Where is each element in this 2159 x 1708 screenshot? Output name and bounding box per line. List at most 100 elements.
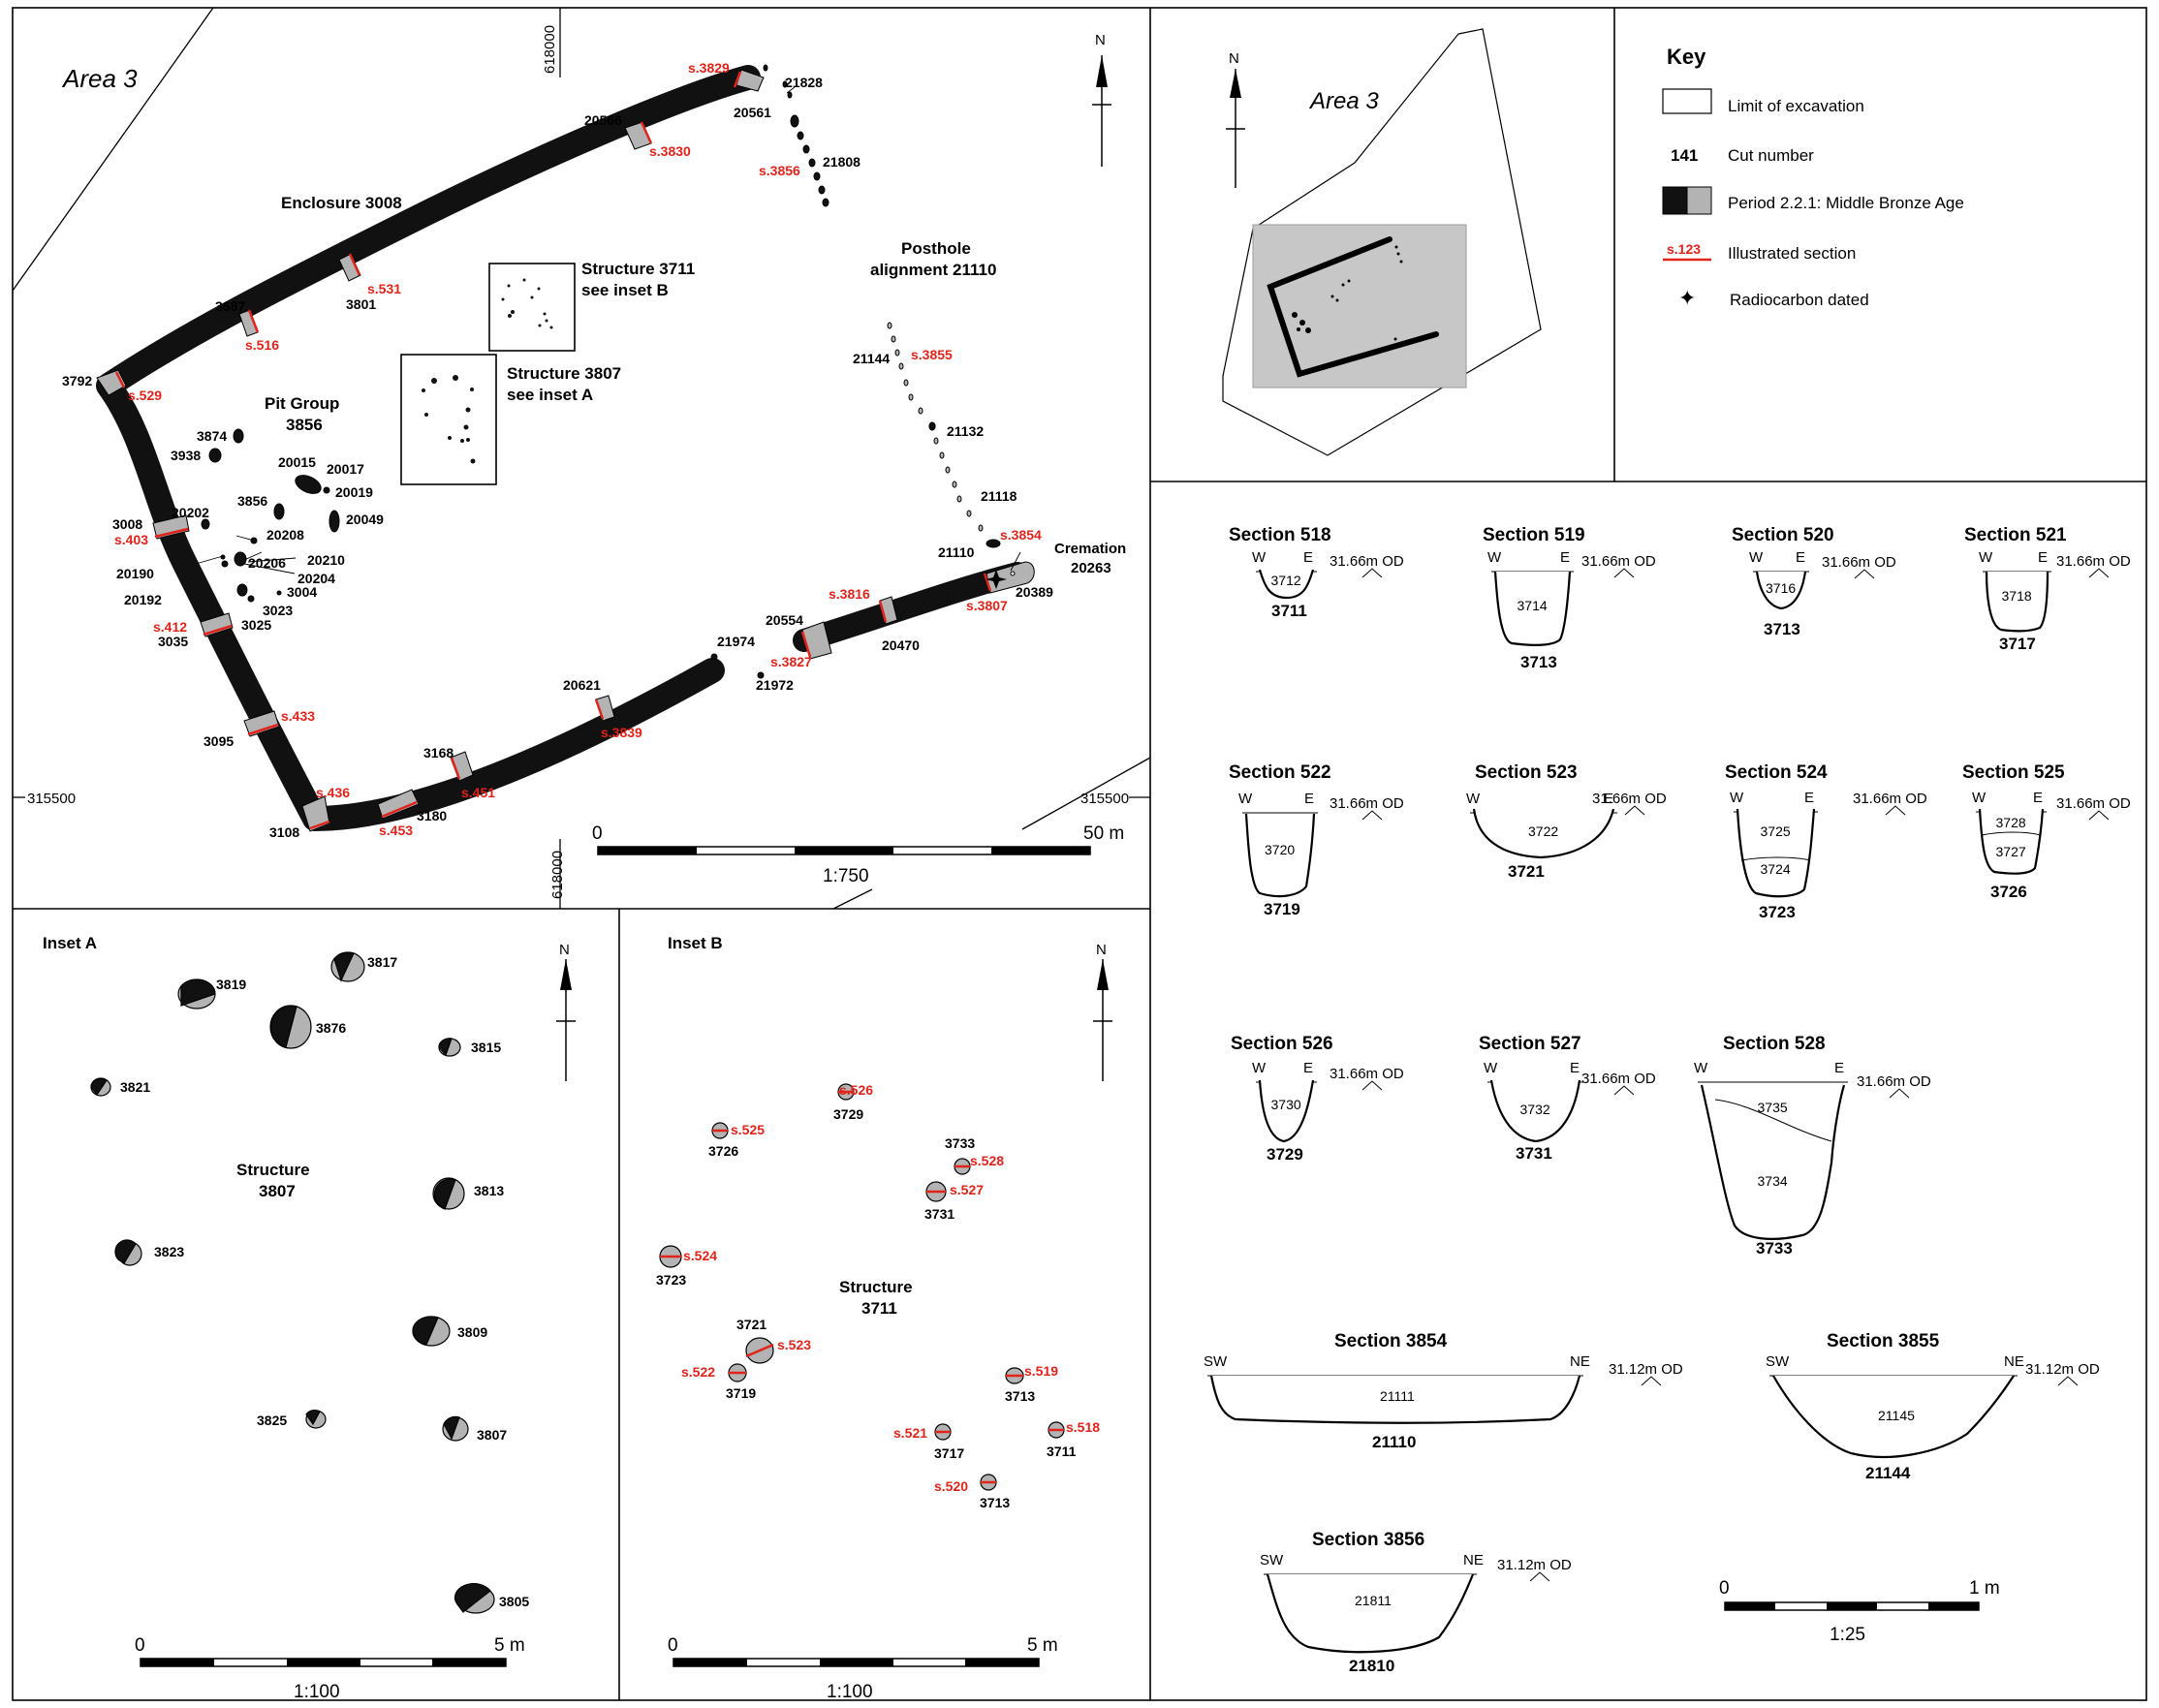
- feature-label: 3876: [316, 1020, 346, 1036]
- cut-number: 3729: [1267, 1145, 1303, 1164]
- datum-label: 31.12m OD: [1497, 1557, 1572, 1573]
- section-label: s.520: [934, 1478, 968, 1494]
- cut-label: 3004: [287, 584, 317, 600]
- section-label: s.403: [114, 532, 148, 547]
- scale-start: 0: [135, 1635, 145, 1656]
- section-right-orient: E: [1560, 549, 1570, 566]
- structure-a-label-1: Structure 3807: [507, 364, 621, 383]
- section-left-orient: W: [1466, 791, 1481, 807]
- posthole-alignment: [887, 322, 984, 532]
- section-label: s.522: [681, 1364, 715, 1380]
- inset-b-labels: 3729 3726 3733 3731 3723 3721 3719 3713 …: [656, 1106, 1077, 1510]
- inset-a-labels: 3819 3817 3876 3815 3821 3813 3823 3809 …: [120, 954, 529, 1609]
- feature-label: 3717: [934, 1445, 964, 1461]
- section-label: s.453: [379, 823, 413, 838]
- section-title: Section 3854: [1334, 1331, 1448, 1351]
- cut-number: 21110: [1372, 1433, 1416, 1451]
- north-label: N: [559, 942, 570, 958]
- cut-label: 20566: [584, 112, 622, 128]
- cut-label: 20049: [346, 512, 384, 527]
- section-title: Section 521: [1964, 525, 2067, 545]
- inset-a: Inset A N 3819 3817 3876 3815 3821: [43, 934, 576, 1702]
- cut-label: 20204: [297, 571, 335, 586]
- structure-3711-box: [488, 263, 576, 352]
- cut-label: 20210: [307, 552, 345, 568]
- fill-number: 3734: [1758, 1173, 1788, 1189]
- datum-label: 31.66m OD: [1581, 1071, 1656, 1087]
- feature-label: 3713: [1005, 1388, 1035, 1404]
- section-right-orient: E: [1796, 549, 1805, 566]
- fill-number: 3732: [1520, 1102, 1550, 1117]
- datum-label: 31.66m OD: [1592, 791, 1667, 807]
- section-label: s.516: [245, 337, 279, 353]
- cut-label: 3035: [158, 634, 188, 649]
- fill-number: 3718: [2002, 588, 2032, 604]
- enclosure-label: Enclosure 3008: [281, 194, 402, 212]
- section-label: s.3816: [829, 586, 870, 602]
- cut-label: 21118: [981, 488, 1017, 504]
- fill-number: 3712: [1271, 573, 1301, 588]
- cremation-label-2: 20263: [1071, 560, 1111, 576]
- section-title: Section 522: [1229, 762, 1331, 783]
- ditch-sections: [96, 69, 1035, 832]
- section-label: s.3839: [601, 725, 642, 740]
- cut-number: 3711: [1271, 602, 1307, 620]
- section-label: s.529: [128, 388, 162, 403]
- datum-label: 31.12m OD: [1609, 1361, 1683, 1378]
- cut-label: 21972: [756, 677, 794, 693]
- key-panel: Key Limit of excavation 141 Cut number P…: [1662, 45, 1964, 310]
- structure-label-b-2: 3711: [861, 1299, 897, 1318]
- key-radiocarbon-icon: ✦: [1678, 286, 1696, 310]
- section-label: s.433: [281, 708, 315, 724]
- north-label: N: [1229, 50, 1239, 67]
- section-left-orient: W: [1749, 549, 1764, 566]
- cut-label: 20202: [172, 505, 209, 520]
- structure-label-a-2: 3807: [259, 1182, 296, 1200]
- datum-label: 31.66m OD: [1857, 1073, 1931, 1090]
- scale-end: 50 m: [1083, 823, 1124, 844]
- location-map: N Area 3: [1222, 28, 1542, 456]
- inset-b-section-lines: [660, 1090, 1064, 1484]
- section-label: s.3855: [911, 347, 953, 362]
- section-title: Section 526: [1231, 1034, 1333, 1054]
- feature-label: 3713: [980, 1495, 1010, 1510]
- panel-frames: [12, 7, 2147, 1701]
- scale-start: 0: [1719, 1578, 1730, 1599]
- grid-easting-top: 618000: [542, 25, 558, 74]
- feature-label: 3819: [216, 977, 246, 992]
- north-arrow-inset-a: N: [556, 942, 576, 1081]
- feature-label: 3726: [708, 1143, 738, 1159]
- fill-number: 21111: [1380, 1388, 1415, 1404]
- section-label: s.3807: [966, 598, 1008, 613]
- section-right-orient: NE: [1463, 1552, 1484, 1568]
- cut-label: 20190: [116, 566, 154, 581]
- section-label: s.521: [893, 1425, 927, 1441]
- cut-label: 21828: [785, 75, 823, 90]
- section-left-orient: SW: [1204, 1353, 1228, 1370]
- north-label: N: [1096, 942, 1107, 958]
- location-area-label: Area 3: [1308, 88, 1379, 114]
- grid-northing-right: 315500: [1080, 791, 1129, 807]
- datum-label: 31.66m OD: [1581, 553, 1656, 570]
- fill-number: 3727: [1996, 844, 2026, 859]
- cut-label: 21110: [938, 544, 975, 560]
- section-right-orient: E: [1834, 1060, 1844, 1076]
- section-label: s.524: [683, 1248, 717, 1263]
- cut-label: 3687: [215, 298, 245, 314]
- section-right-orient: NE: [1570, 1353, 1590, 1370]
- section-left-orient: W: [1730, 790, 1744, 806]
- cut-label: 3874: [197, 428, 227, 444]
- feature-label: 3807: [477, 1427, 507, 1443]
- inset-b-title: Inset B: [668, 934, 723, 952]
- cut-label: 3023: [263, 603, 293, 618]
- cut-label: 21808: [823, 154, 860, 170]
- key-cut-symbol: 141: [1671, 146, 1698, 165]
- cut-label: 20554: [766, 612, 803, 628]
- scale-end: 5 m: [494, 1635, 525, 1656]
- cut-label: 3938: [171, 448, 201, 463]
